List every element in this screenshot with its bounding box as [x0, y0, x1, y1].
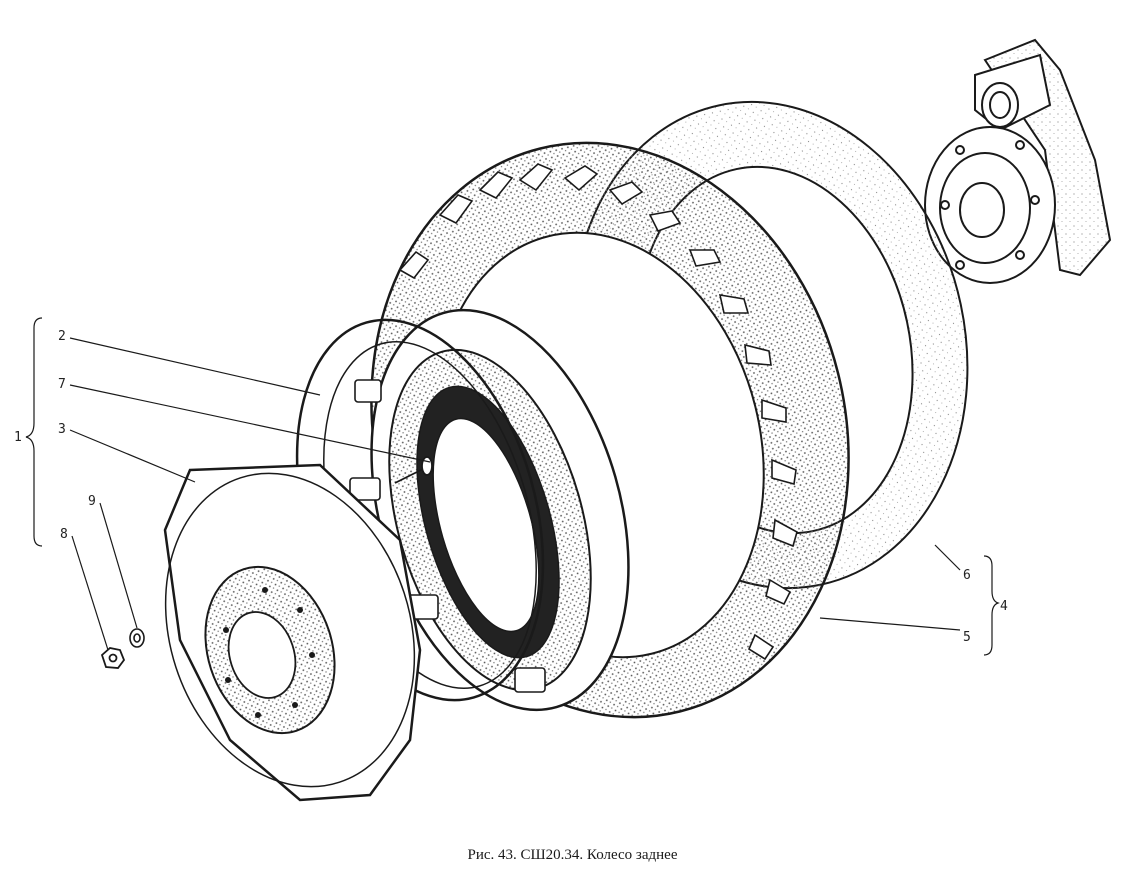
label-4: 4 [1000, 599, 1008, 614]
callout-labels: 2 7 3 1 9 8 6 4 5 [14, 329, 1008, 645]
figure-caption: Рис. 43. СШ20.34. Колесо заднее [467, 847, 678, 863]
disc-bolt-holes [223, 587, 315, 718]
label-3: 3 [58, 422, 66, 437]
label-9: 9 [88, 494, 96, 509]
clamp-ring [295, 318, 546, 702]
leader-lines [25, 317, 1000, 656]
tyre-tread-lugs [398, 163, 798, 661]
clamp-lugs [349, 379, 546, 693]
label-6: 6 [963, 568, 971, 583]
label-8: 8 [60, 527, 68, 542]
label-1: 1 [14, 430, 22, 445]
label-2: 2 [58, 329, 66, 344]
washer [129, 628, 145, 648]
hub-housing [924, 38, 1112, 284]
label-7: 7 [58, 377, 66, 392]
label-5: 5 [963, 630, 971, 645]
nut [100, 647, 126, 669]
wheel-disc [163, 463, 422, 802]
